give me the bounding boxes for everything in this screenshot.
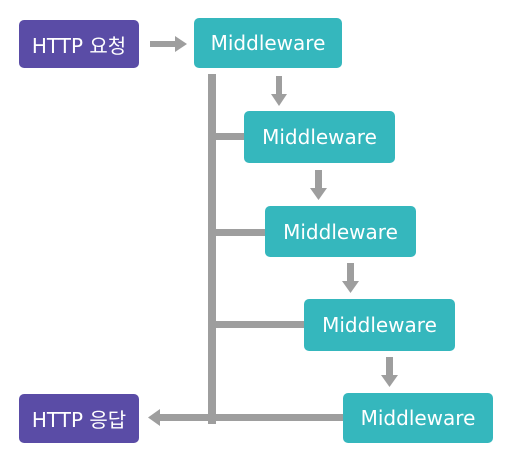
middleware-box-1: Middleware xyxy=(194,18,342,68)
down-arrow-1 xyxy=(271,76,287,106)
middleware-box-4: Middleware xyxy=(304,299,455,351)
request-arrow xyxy=(150,36,187,52)
middleware-label: Middleware xyxy=(360,406,476,430)
down-arrow-2 xyxy=(310,170,327,200)
branch-to-mw3 xyxy=(212,229,265,236)
response-arrowhead xyxy=(148,409,160,426)
branch-from-mw5 xyxy=(156,414,343,421)
http-response-label: HTTP 응답 xyxy=(31,408,127,432)
middleware-label: Middleware xyxy=(322,313,437,337)
down-arrow-3 xyxy=(342,263,359,293)
http-response-box: HTTP 응답 xyxy=(19,394,139,443)
spine-line xyxy=(208,74,216,424)
down-arrow-4 xyxy=(381,357,398,387)
middleware-label: Middleware xyxy=(210,31,326,55)
middleware-box-3: Middleware xyxy=(265,206,416,257)
middleware-box-5: Middleware xyxy=(343,393,493,443)
branch-to-mw4 xyxy=(212,321,304,328)
middleware-label: Middleware xyxy=(262,125,377,149)
http-request-label: HTTP 요청 xyxy=(31,33,127,58)
middleware-label: Middleware xyxy=(283,219,398,244)
branch-to-mw2 xyxy=(212,133,244,140)
http-request-box: HTTP 요청 xyxy=(19,20,139,68)
middleware-box-2: Middleware xyxy=(244,111,395,163)
